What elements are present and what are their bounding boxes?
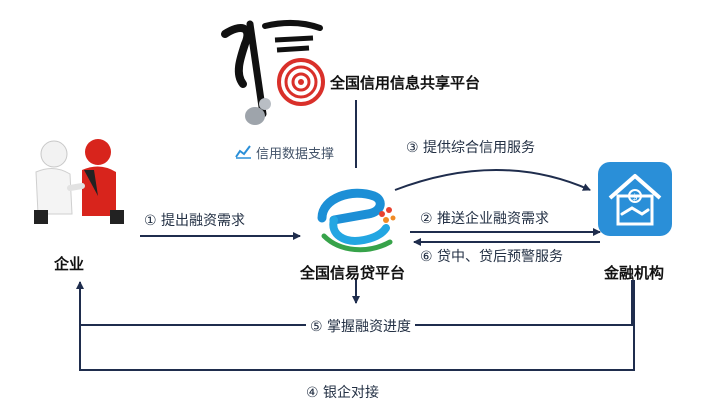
xin-logo-icon — [221, 20, 325, 125]
handshake-people-icon — [14, 136, 134, 236]
step-2-label: ② 推送企业融资需求 — [420, 211, 550, 227]
arrow-3 — [394, 169, 591, 191]
step-6-label: ⑥ 贷中、贷后预警服务 — [420, 249, 564, 265]
credit-support-label: 信用数据支撑 — [256, 147, 335, 162]
chart-icon — [234, 142, 252, 160]
bank-icon: $ — [598, 162, 672, 236]
center-platform-title: 全国信易贷平台 — [300, 264, 406, 282]
step-3-label: ③ 提供综合信用服务 — [406, 140, 536, 156]
loop-4 — [76, 280, 635, 371]
top-platform-title: 全国信用信息共享平台 — [330, 74, 481, 92]
top-platform-logo — [205, 4, 335, 134]
yidai-logo-icon — [317, 188, 396, 253]
step-1-label: ① 提出融资需求 — [144, 213, 246, 229]
step-5-label: ⑤ 掌握融资进度 — [306, 316, 416, 336]
step-4-label: ④ 银企对接 — [306, 385, 380, 401]
bank-title: 金融机构 — [604, 264, 665, 282]
center-platform-logo — [312, 178, 402, 258]
svg-text:$: $ — [632, 193, 638, 203]
enterprise-title: 企业 — [54, 255, 85, 273]
loop-5 — [80, 280, 633, 326]
